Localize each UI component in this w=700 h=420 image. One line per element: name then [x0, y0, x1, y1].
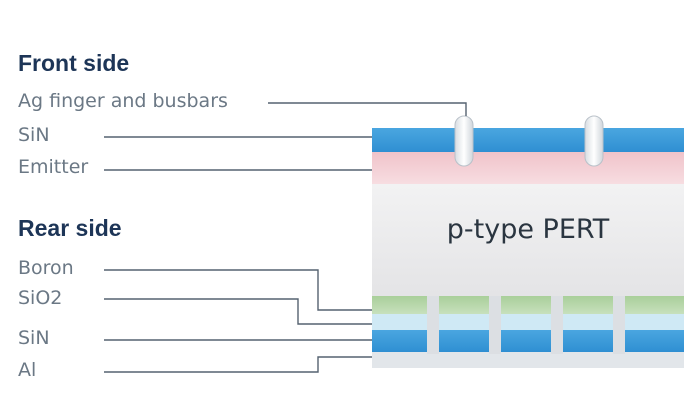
label-ag-finger-busbars: Ag finger and busbars	[18, 90, 228, 112]
al-layer	[372, 352, 684, 368]
label-rear-sin: SiN	[18, 327, 50, 349]
cell-type-label: p-type PERT	[446, 214, 610, 245]
rear-side-heading: Rear side	[18, 215, 122, 241]
rear-sin-layer	[372, 330, 684, 352]
emitter-layer	[372, 152, 684, 184]
ag-finger	[454, 115, 474, 167]
boron-layer	[372, 296, 684, 314]
leader-ag	[268, 102, 467, 116]
front-sin-layer	[372, 128, 684, 152]
label-front-sin: SiN	[18, 124, 50, 146]
label-al: Al	[18, 359, 37, 381]
front-side-heading: Front side	[18, 50, 130, 76]
ag-fingers	[454, 115, 604, 167]
rear-contacts	[427, 296, 625, 354]
rear-contact	[551, 296, 563, 354]
label-sio2: SiO2	[18, 287, 63, 309]
ag-finger	[584, 115, 604, 167]
leader-sio2	[104, 298, 372, 325]
rear-contact	[613, 296, 625, 354]
leader-al	[104, 356, 372, 373]
rear-contact	[489, 296, 501, 354]
rear-contact	[427, 296, 439, 354]
label-boron: Boron	[18, 257, 74, 279]
bulk-layer	[372, 184, 684, 296]
leader-lines	[104, 102, 467, 373]
label-emitter: Emitter	[18, 156, 89, 178]
sio2-layer	[372, 314, 684, 330]
leader-boron	[104, 269, 372, 311]
